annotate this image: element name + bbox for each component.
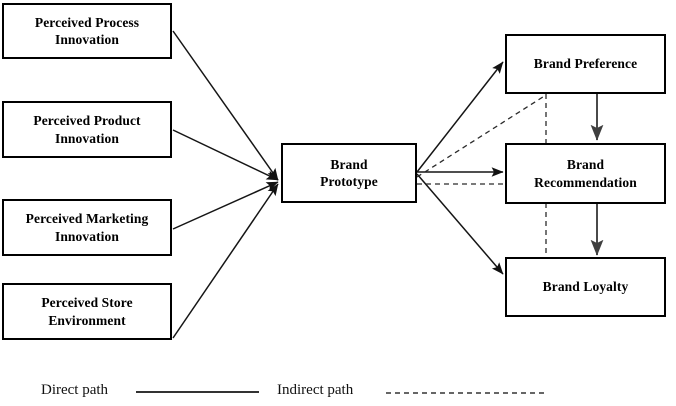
edge-marketing-innovation-to-prototype bbox=[172, 181, 279, 230]
legend-indirect-label: Indirect path bbox=[277, 382, 354, 398]
node-label: Perceived Store Environment bbox=[41, 295, 133, 328]
node-perceived-marketing-innovation[interactable]: Perceived Marketing Innovation bbox=[2, 199, 172, 256]
node-perceived-store-environment[interactable]: Perceived Store Environment bbox=[2, 283, 172, 340]
node-brand-loyalty[interactable]: Brand Loyalty bbox=[505, 257, 666, 317]
edge-prototype-to-brand-preference bbox=[416, 61, 504, 173]
node-label: Perceived Marketing Innovation bbox=[25, 211, 149, 244]
node-label: Perceived Product Innovation bbox=[33, 113, 141, 146]
edge-prototype-to-brand-loyalty bbox=[416, 173, 504, 275]
node-label: Brand Preference bbox=[533, 56, 638, 72]
node-perceived-process-innovation[interactable]: Perceived Process Innovation bbox=[2, 3, 172, 59]
edge-process-innovation-to-prototype bbox=[172, 30, 279, 181]
node-brand-preference[interactable]: Brand Preference bbox=[505, 34, 666, 94]
node-label: Perceived Process Innovation bbox=[34, 14, 140, 47]
node-label: Brand Prototype bbox=[320, 156, 378, 189]
node-brand-prototype[interactable]: Brand Prototype bbox=[281, 143, 417, 203]
edge-product-innovation-to-prototype bbox=[172, 129, 279, 181]
edge-prototype-to-brand-preference-indirect bbox=[416, 94, 547, 178]
node-brand-recommendation[interactable]: Brand Recommendation bbox=[505, 143, 666, 204]
node-label: Brand Loyalty bbox=[542, 279, 629, 295]
edge-store-environment-to-prototype bbox=[172, 183, 279, 339]
legend-direct-label: Direct path bbox=[41, 382, 109, 398]
node-perceived-product-innovation[interactable]: Perceived Product Innovation bbox=[2, 101, 172, 158]
node-label: Brand Recommendation bbox=[534, 157, 637, 190]
